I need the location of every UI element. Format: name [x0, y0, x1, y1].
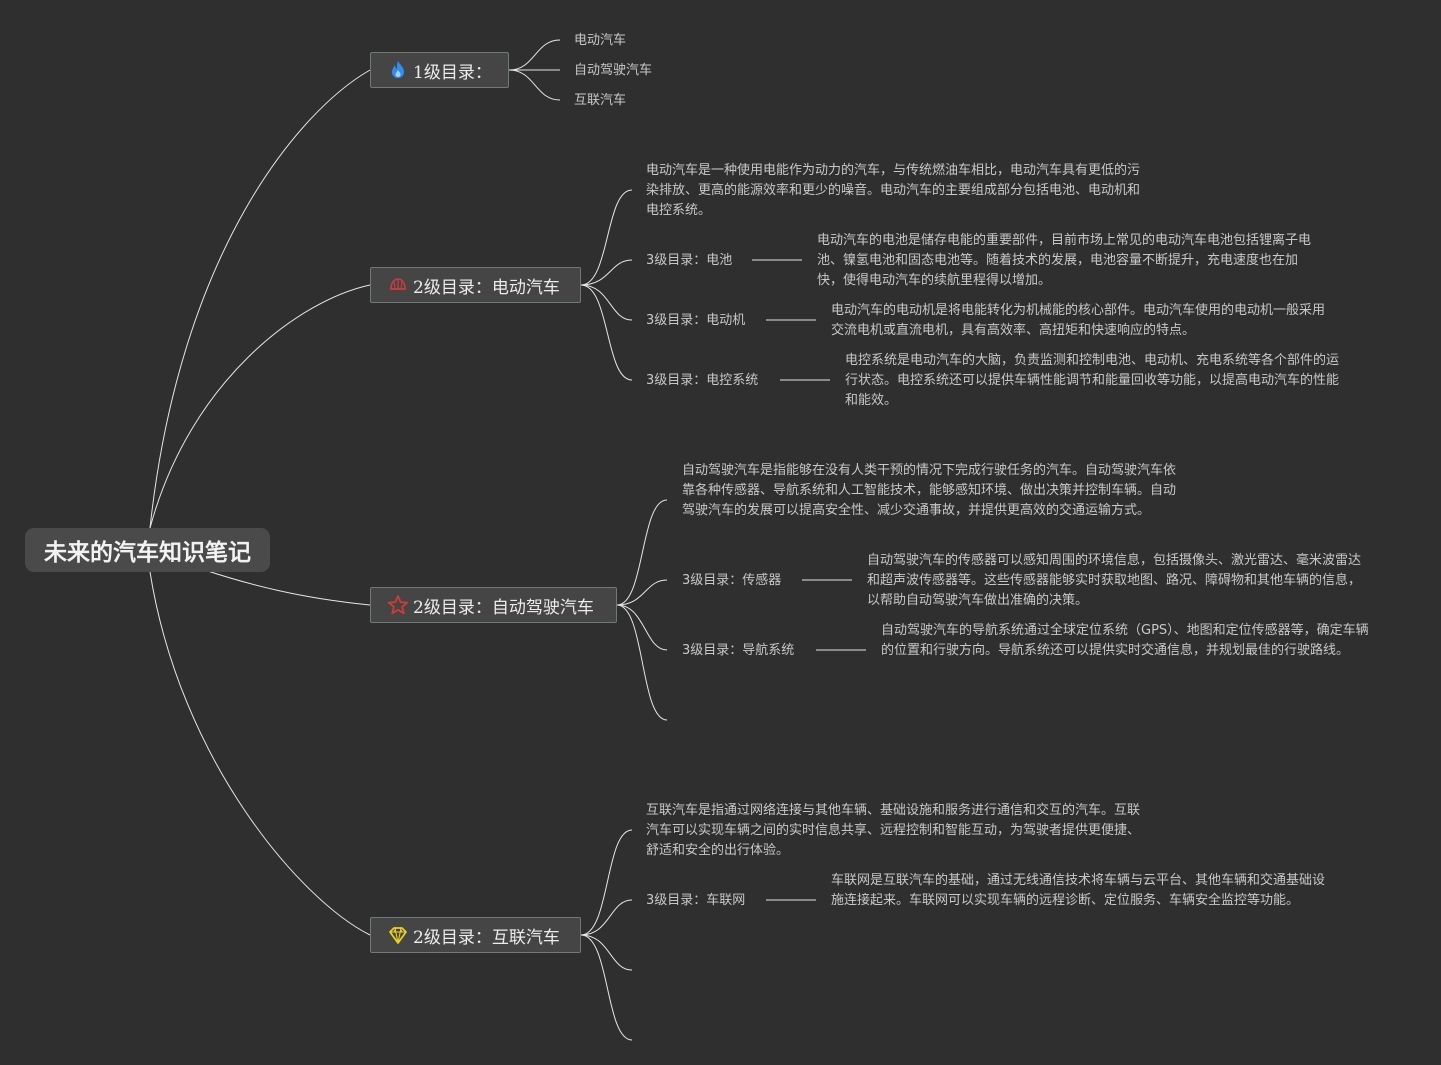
sub-node-battery[interactable]: 3级目录：电池 — [646, 253, 733, 268]
branch-label: 2级目录：自动驾驶汽车 — [413, 597, 594, 618]
fire-icon — [387, 59, 409, 81]
branch-autonomous-car[interactable]: 2级目录：自动驾驶汽车 — [370, 587, 617, 623]
detail-text: 电动汽车的电池是储存电能的重要部件，目前市场上常见的电动汽车电池包括锂离子电池、… — [817, 233, 1312, 288]
detail-text: 电动汽车的电动机是将电能转化为机械能的核心部件。电动汽车使用的电动机一般采用交流… — [831, 303, 1326, 338]
root-title: 未来的汽车知识笔记 — [44, 540, 251, 566]
list-item[interactable]: 电动汽车 — [574, 33, 627, 48]
branch-label: 2级目录：互联汽车 — [413, 927, 560, 948]
helmet-icon — [387, 274, 409, 296]
branch-electric-car[interactable]: 2级目录：电动汽车 — [370, 267, 581, 303]
diamond-icon — [387, 924, 409, 946]
sub-node-sensors[interactable]: 3级目录：传感器 — [682, 573, 782, 588]
detail-text: 自动驾驶汽车的导航系统通过全球定位系统（GPS）、地图和定位传感器等，确定车辆的… — [881, 623, 1369, 658]
detail-text: 自动驾驶汽车的传感器可以感知周围的环境信息，包括摄像头、激光雷达、毫米波雷达和超… — [867, 553, 1362, 608]
list-item[interactable]: 自动驾驶汽车 — [574, 63, 653, 78]
star-icon — [387, 594, 409, 616]
detail-text: 电控系统是电动汽车的大脑，负责监测和控制电池、电动机、充电系统等各个部件的运行状… — [845, 353, 1340, 408]
summary-text: 电动汽车是一种使用电能作为动力的汽车，与传统燃油车相比，电动汽车具有更低的污染排… — [646, 163, 1141, 218]
detail-text: 车联网是互联汽车的基础，通过无线通信技术将车辆与云平台、其他车辆和交通基础设施连… — [831, 873, 1326, 908]
summary-text: 互联汽车是指通过网络连接与其他车辆、基础设施和服务进行通信和交互的汽车。互联汽车… — [646, 803, 1141, 858]
sub-node-control-system[interactable]: 3级目录：电控系统 — [646, 373, 759, 388]
summary-text: 自动驾驶汽车是指能够在没有人类干预的情况下完成行驶任务的汽车。自动驾驶汽车依靠各… — [682, 463, 1177, 518]
branch-label: 1级目录： — [413, 62, 492, 83]
root-node[interactable]: 未来的汽车知识笔记 — [25, 528, 270, 572]
branch-connected-car[interactable]: 2级目录：互联汽车 — [370, 917, 581, 953]
list-item[interactable]: 互联汽车 — [574, 93, 627, 108]
branch-label: 2级目录：电动汽车 — [413, 277, 560, 298]
sub-node-telematics[interactable]: 3级目录：车联网 — [646, 893, 746, 908]
sub-node-navigation[interactable]: 3级目录：导航系统 — [682, 643, 795, 658]
sub-node-motor[interactable]: 3级目录：电动机 — [646, 313, 746, 328]
branch-level1[interactable]: 1级目录： — [370, 52, 509, 88]
